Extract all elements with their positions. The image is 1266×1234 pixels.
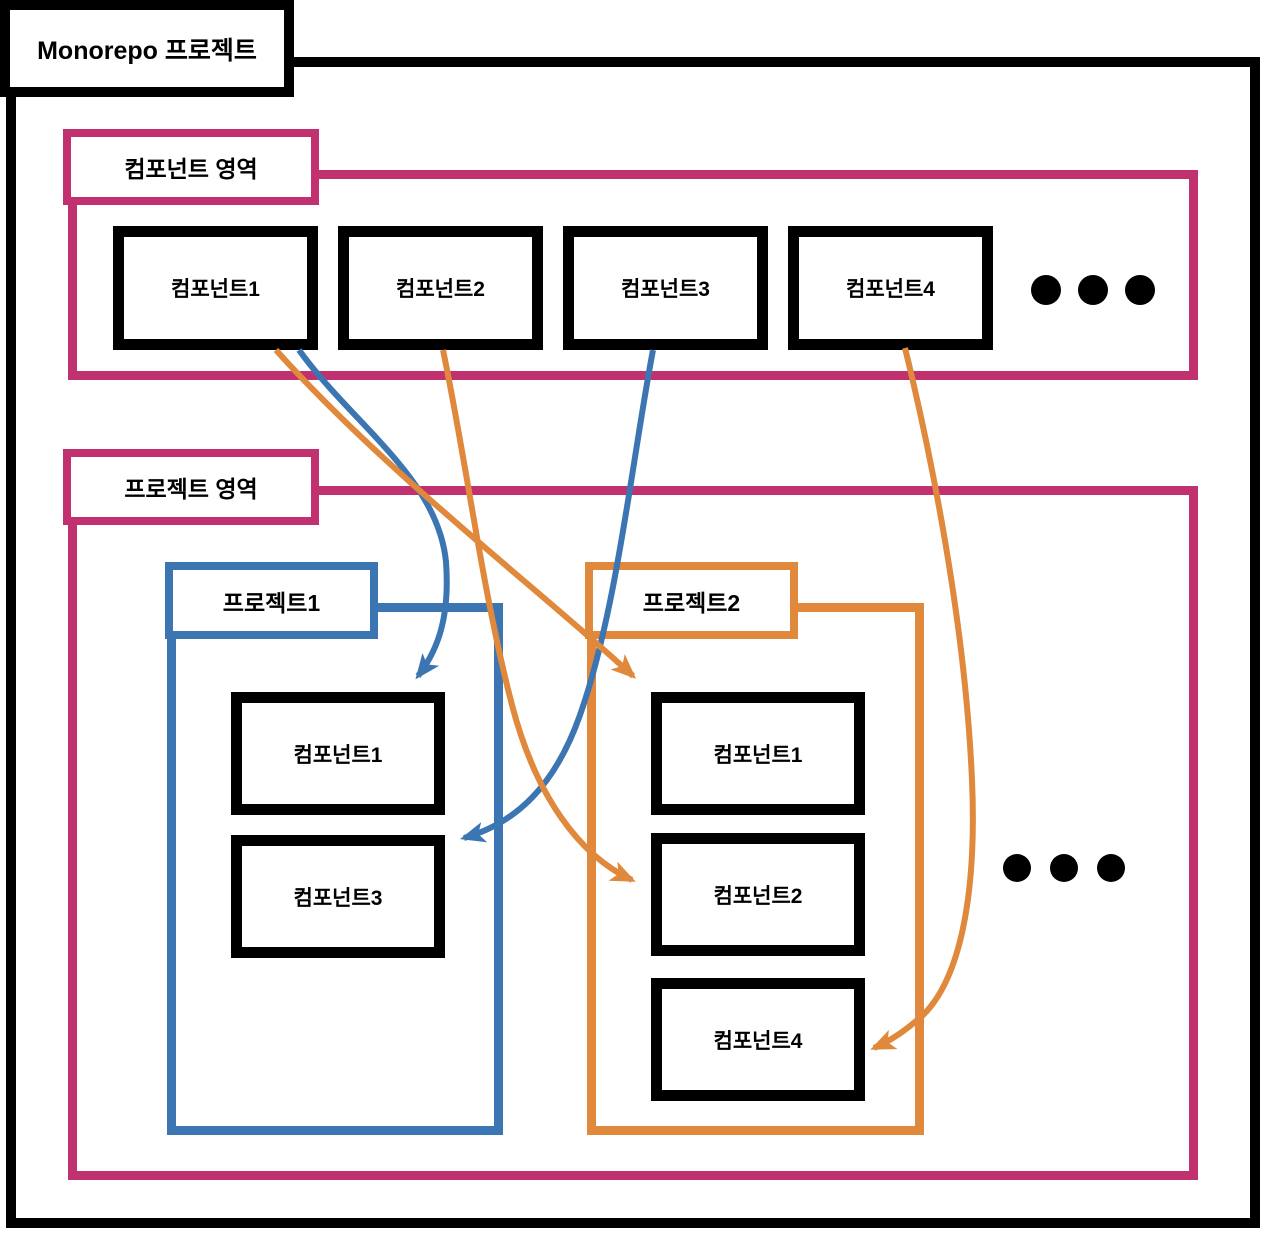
component-box-1: 컴포넌트1 [113, 226, 318, 350]
project2-label: 프로젝트2 [585, 562, 798, 639]
project1-component-3: 컴포넌트3 [231, 835, 445, 958]
ellipsis-dot [1050, 854, 1078, 882]
ellipsis-icon [1031, 275, 1155, 305]
project2-component-1: 컴포넌트1 [651, 692, 865, 815]
ellipsis-dot [1003, 854, 1031, 882]
component-box-3: 컴포넌트3 [563, 226, 768, 350]
ellipsis-dot [1125, 275, 1155, 305]
project1-component-1: 컴포넌트1 [231, 692, 445, 815]
component-box-4: 컴포넌트4 [788, 226, 993, 350]
project2-component-2: 컴포넌트2 [651, 833, 865, 956]
diagram-title: Monorepo 프로젝트 [0, 0, 294, 97]
component-box-2: 컴포넌트2 [338, 226, 543, 350]
project2-component-4: 컴포넌트4 [651, 978, 865, 1101]
ellipsis-dot [1031, 275, 1061, 305]
ellipsis-dot [1097, 854, 1125, 882]
project1-label: 프로젝트1 [165, 562, 378, 639]
component-area-label: 컴포넌트 영역 [63, 129, 319, 205]
ellipsis-icon [1003, 854, 1125, 882]
ellipsis-dot [1078, 275, 1108, 305]
project-area-label: 프로젝트 영역 [63, 449, 319, 525]
monorepo-container-box [6, 57, 1260, 1228]
